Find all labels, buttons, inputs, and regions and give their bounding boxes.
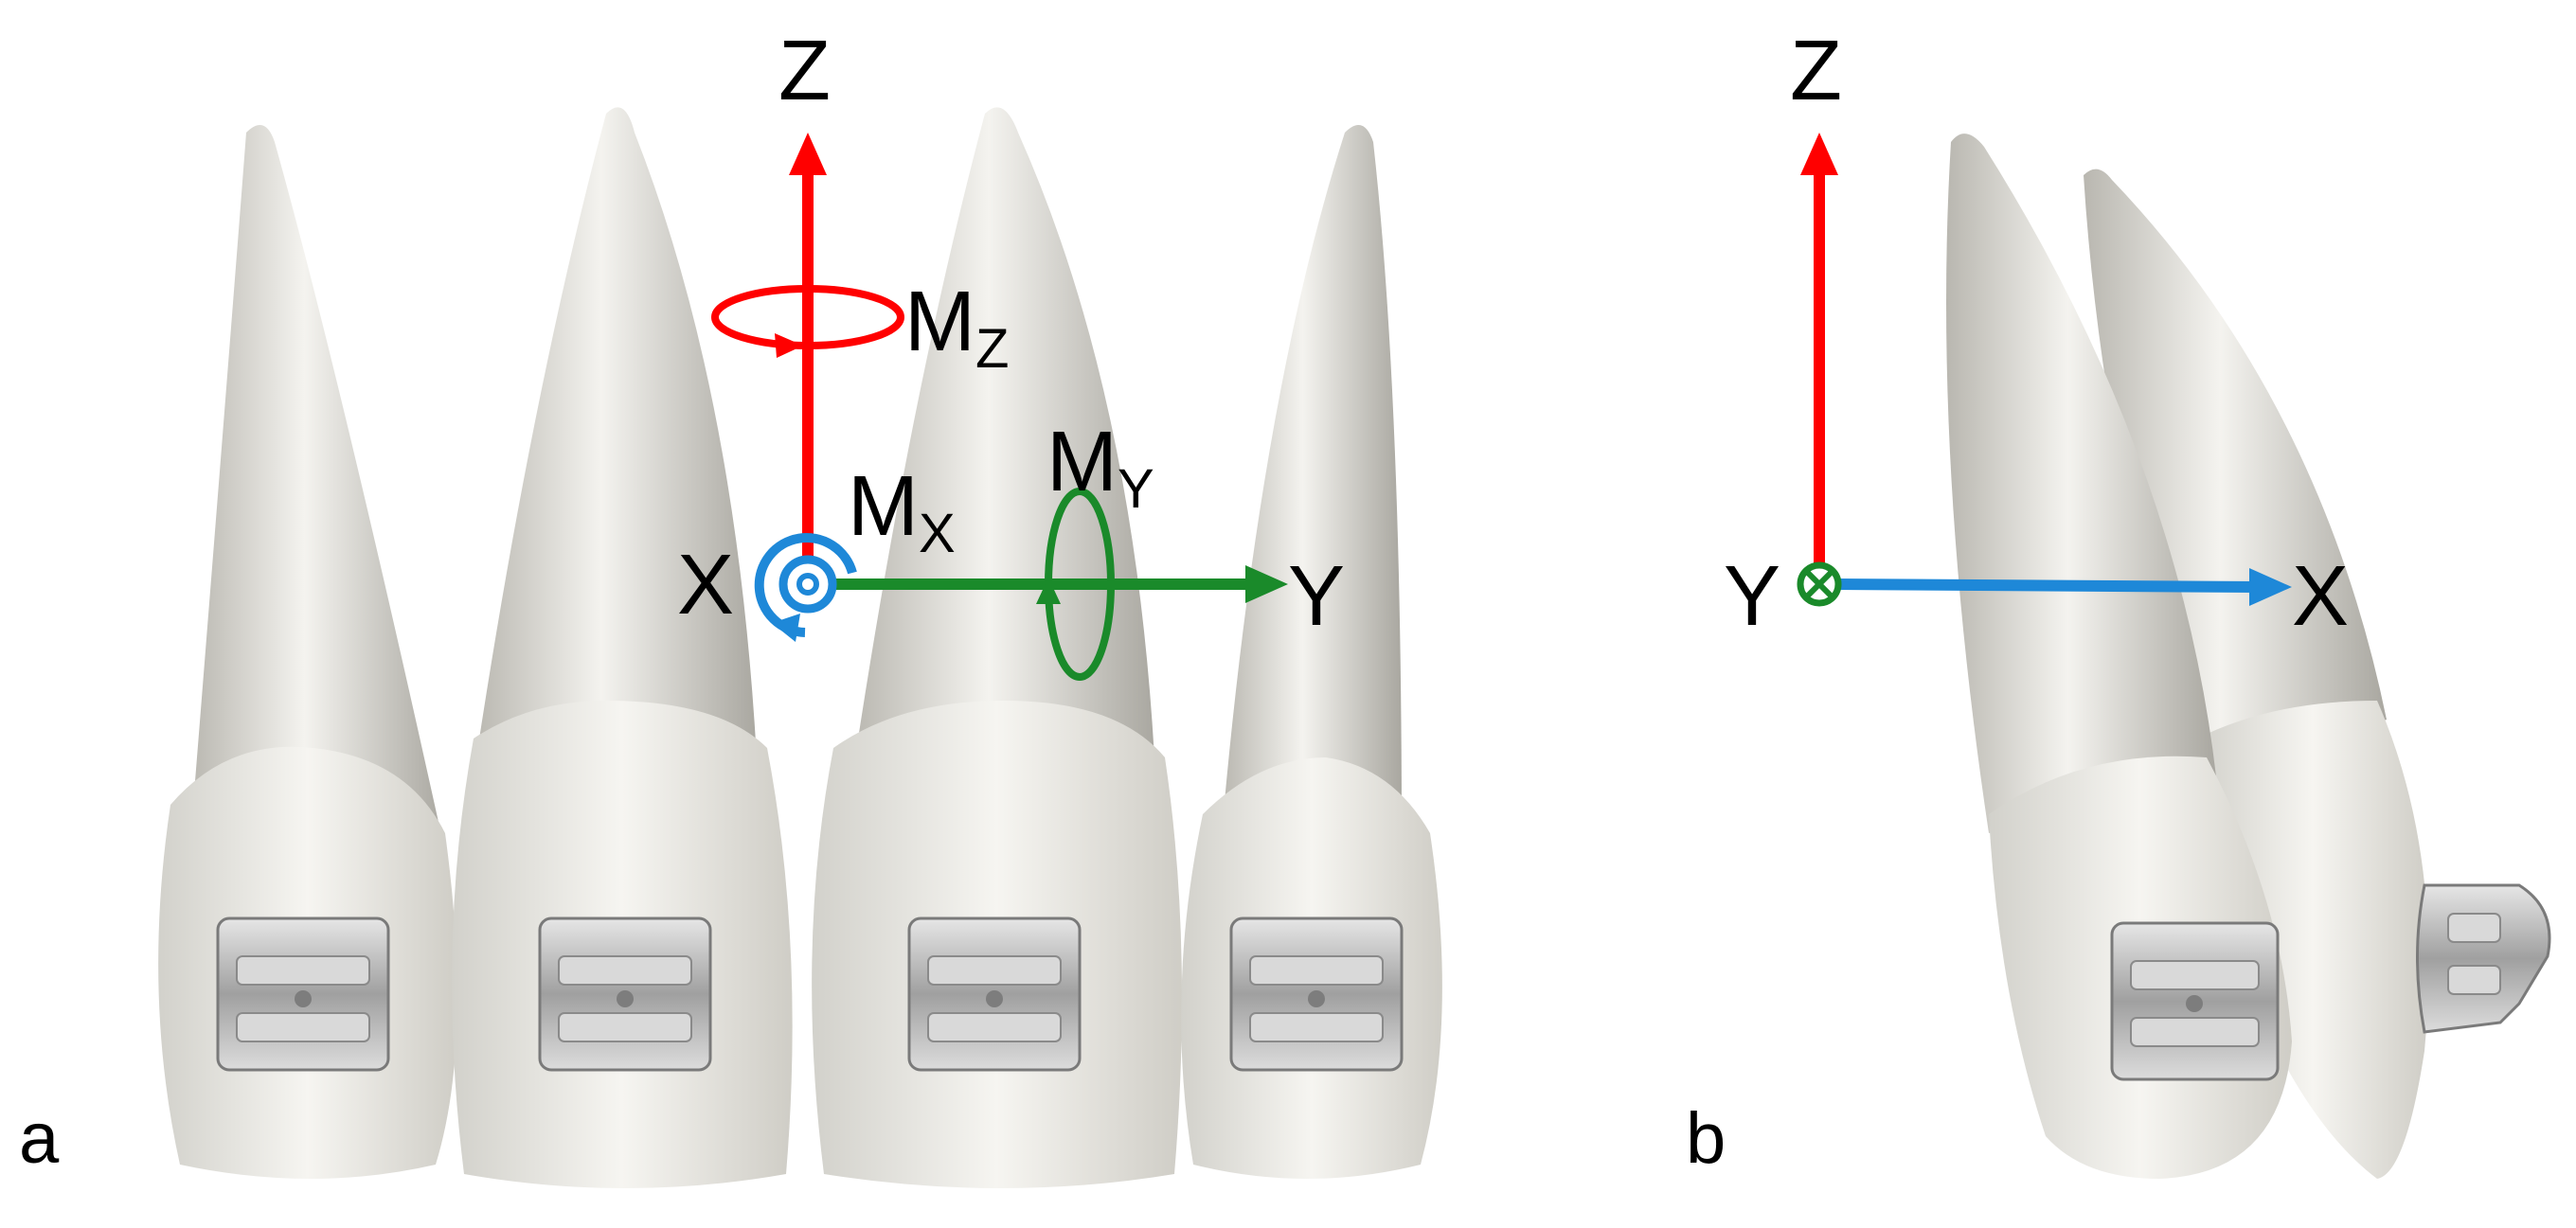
panel-b-z-axis-arrowhead <box>1800 133 1838 175</box>
tooth-a4-root <box>1222 125 1402 833</box>
tooth-b1 <box>1946 133 2292 1179</box>
panel-a-x-axis-origin <box>778 555 837 614</box>
panel-b-axes <box>1797 133 2292 607</box>
panel-a-my-sub: Y <box>1118 458 1154 520</box>
tooth-a1 <box>158 125 457 1179</box>
panel-a-mx-label: MX <box>848 459 956 564</box>
panel-a-mz-label: MZ <box>904 275 1009 380</box>
panel-a-mz-sub: Z <box>975 318 1009 380</box>
tooth-b2-crown <box>2197 701 2429 1179</box>
panel-a-mz-main: M <box>904 275 975 369</box>
panel-a-x-label: X <box>677 538 734 632</box>
panel-a-teeth <box>158 107 1442 1188</box>
panel-b-y-label: Y <box>1724 549 1780 644</box>
panel-a-my-main: M <box>1046 415 1118 509</box>
bracket-a2 <box>538 917 712 1072</box>
panel-a-y-label: Y <box>1288 549 1345 644</box>
tooth-a3 <box>812 107 1182 1188</box>
tooth-b1-root <box>1946 133 2216 834</box>
bracket-a4 <box>1229 917 1404 1072</box>
tooth-a4 <box>1181 125 1442 1179</box>
tooth-a2 <box>452 107 793 1188</box>
panel-b-teeth <box>1946 133 2551 1179</box>
bracket-a1 <box>216 917 390 1072</box>
bracket-b1 <box>2110 921 2280 1081</box>
panel-a-z-axis-arrowhead <box>789 133 827 175</box>
panel-b-z-label: Z <box>1790 24 1842 118</box>
panel-b-label: b <box>1686 1098 1726 1179</box>
tooth-a3-root <box>852 107 1155 777</box>
panel-b-x-axis-arrowhead <box>2249 568 2292 606</box>
tooth-a1-root <box>189 125 445 852</box>
bracket-b2 <box>2416 883 2551 1034</box>
tooth-a2-root <box>474 107 758 777</box>
panel-a-my-label: MY <box>1046 415 1154 520</box>
panel-a-my-arrowhead <box>1036 578 1061 604</box>
panel-a-mx-arrowhead <box>772 614 800 642</box>
bracket-a3 <box>907 917 1082 1072</box>
panel-a-z-label: Z <box>778 24 831 118</box>
panel-a-mx-main: M <box>848 459 919 554</box>
panel-a-mz-arrowhead <box>775 333 803 358</box>
panel-b-x-axis-line <box>1834 578 2260 593</box>
panel-a-mz-ellipse <box>711 285 904 349</box>
panel-b-y-axis-origin <box>1797 561 1842 607</box>
panel-a-label: a <box>19 1098 60 1179</box>
panel-a-axes <box>711 133 1288 681</box>
panel-a-y-axis-arrowhead <box>1245 565 1288 603</box>
panel-a-mx-sub: X <box>919 503 956 564</box>
panel-b-x-label: X <box>2292 549 2349 644</box>
